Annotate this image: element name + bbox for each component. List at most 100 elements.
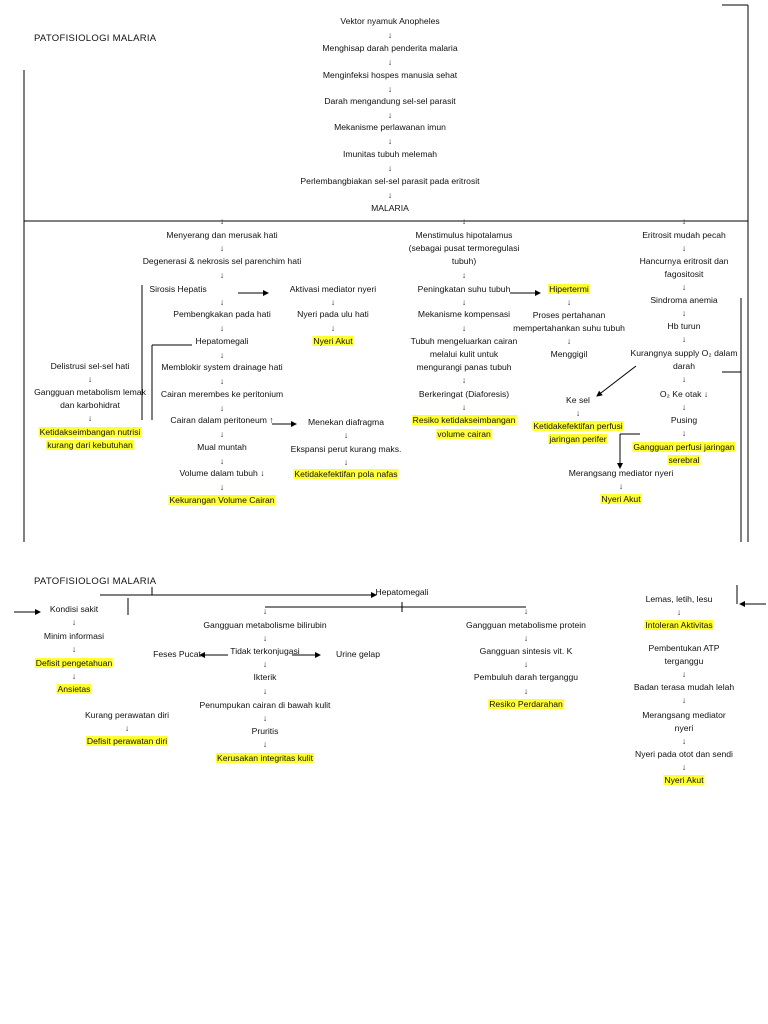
- arrow-down-icon: ↓: [461, 270, 467, 280]
- arrow-down-icon: ↓: [681, 308, 687, 318]
- node-sintesis-vit-k: Gangguan sintesis vit. K: [479, 646, 573, 656]
- node-menekan-diafragma: Menekan diafragma: [308, 417, 384, 427]
- diagnosis-resiko-cairan-1: Resiko ketidakseimbangan: [411, 415, 517, 425]
- arrow-down-icon: ↓: [681, 736, 687, 746]
- node-eritrosit-pecah: Eritrosit mudah pecah: [642, 230, 726, 240]
- node-ikterik: Ikterik: [253, 672, 277, 682]
- node-gangguan-bilirubin: Gangguan metabolisme bilirubin: [203, 620, 327, 630]
- arrow-down-icon: ↓: [219, 216, 225, 226]
- arrow-down-icon: ↓: [523, 659, 529, 669]
- arrow-down-icon: ↓: [575, 408, 581, 418]
- node-darah: darah: [673, 361, 695, 371]
- node-mekanisme-kompensasi: Mekanisme kompensasi: [417, 309, 511, 319]
- arrow-down-icon: ↓: [681, 428, 687, 438]
- arrow-down-icon: ↓: [262, 739, 268, 749]
- arrow-down-icon: ↓: [87, 374, 93, 384]
- node-darah: Darah mengandung sel-sel parasit: [324, 96, 456, 106]
- node-karbohidrat: dan karbohidrat: [60, 400, 120, 410]
- arrow-down-icon: ↓: [461, 216, 467, 226]
- page-title-bottom: PATOFISIOLOGI MALARIA: [34, 576, 157, 587]
- arrow-down-icon: ↓: [681, 669, 687, 679]
- arrow-down-icon: ↓: [219, 403, 225, 413]
- node-pembengkakan: Pembengkakan pada hati: [173, 309, 271, 319]
- node-degenerasi: Degenerasi & nekrosis sel parenchim hati: [142, 256, 302, 266]
- arrow-down-icon: ↓: [387, 30, 393, 40]
- node-o2-otak: O₂ Ke otak ↓: [659, 389, 709, 399]
- diagnosis-intoleran-aktivitas: Intoleran Aktivitas: [644, 620, 714, 630]
- arrow-down-icon: ↓: [387, 136, 393, 146]
- page-title-top: PATOFISIOLOGI MALARIA: [34, 33, 157, 44]
- arrow-down-icon: ↓: [681, 334, 687, 344]
- node-minim-informasi: Minim informasi: [43, 631, 105, 641]
- node-lemas: Lemas, letih, lesu: [645, 594, 713, 604]
- node-hb-turun: Hb turun: [667, 321, 701, 331]
- arrow-down-icon: ↓: [71, 617, 77, 627]
- arrow-down-icon: ↓: [219, 376, 225, 386]
- arrow-down-icon: ↓: [330, 323, 336, 333]
- node-sirosis: Sirosis Hepatis: [149, 284, 207, 294]
- node-termoregulasi: (sebagai pusat termoregulasi: [408, 243, 520, 253]
- diagnosis-nyeri-akut-2: Nyeri Akut: [600, 494, 642, 504]
- arrow-down-icon: ↓: [219, 482, 225, 492]
- diagnosis-perfusi-perifer-2: jaringan perifer: [548, 434, 608, 444]
- node-hancurnya-eritrosit: Hancurnya eritrosit dan: [639, 256, 729, 266]
- arrow-down-icon: ↓: [681, 402, 687, 412]
- arrow-down-icon: ↓: [219, 429, 225, 439]
- arrow-down-icon: ↓: [681, 216, 687, 226]
- diagnosis-perfusi-serebral-2: serebral: [667, 455, 701, 465]
- arrow-down-icon: ↓: [681, 282, 687, 292]
- diagnosis-perfusi-perifer-1: Ketidakefektifan perfusi: [532, 421, 624, 431]
- node-gangguan-protein: Gangguan metabolisme protein: [466, 620, 586, 630]
- node-terganggu: terganggu: [664, 656, 704, 666]
- arrow-down-icon: ↓: [681, 243, 687, 253]
- arrow-down-icon: ↓: [219, 297, 225, 307]
- arrow-down-icon: ↓: [330, 297, 336, 307]
- node-supply-o2: Kurangnya supply O₂ dalam: [630, 348, 738, 358]
- diagnosis-nyeri-akut-1: Nyeri Akut: [312, 336, 354, 346]
- node-feses-pucat: Feses Pucat: [153, 649, 201, 659]
- node-cairan-peritoneum: Cairan dalam peritoneum ↑: [170, 415, 274, 425]
- arrow-down-icon: ↓: [71, 671, 77, 681]
- node-badan-lelah: Badan terasa mudah lelah: [633, 682, 735, 692]
- node-menstimulus: Menstimulus hipotalamus: [415, 230, 513, 240]
- node-merangsang-mediator-bottom: Merangsang mediator: [642, 710, 726, 720]
- arrow-down-icon: ↓: [219, 270, 225, 280]
- diagnosis-kekurangan-volume-cairan: Kekurangan Volume Cairan: [168, 495, 276, 505]
- node-hepatomegali-bottom: Hepatomegali: [375, 587, 429, 597]
- arrow-down-icon: ↓: [387, 110, 393, 120]
- diagnosis-nyeri-akut-3: Nyeri Akut: [663, 775, 705, 785]
- node-urine-gelap: Urine gelap: [336, 649, 380, 659]
- arrow-down-icon: ↓: [618, 481, 624, 491]
- diagnosis-resiko-cairan-2: volume cairan: [436, 429, 492, 439]
- arrow-down-icon: ↓: [343, 430, 349, 440]
- node-merangsang-mediator: Merangsang mediator nyeri: [568, 468, 674, 478]
- node-pembuluh-darah: Pembuluh darah terganggu: [473, 672, 579, 682]
- node-nyeri-otot: Nyeri pada otot dan sendi: [635, 749, 733, 759]
- node-pembentukan-atp: Pembentukan ATP: [648, 643, 720, 653]
- arrow-down-icon: ↓: [71, 644, 77, 654]
- arrow-down-icon: ↓: [566, 297, 572, 307]
- arrow-down-icon: ↓: [681, 374, 687, 384]
- arrow-down-icon: ↓: [219, 243, 225, 253]
- arrow-down-icon: ↓: [343, 457, 349, 467]
- node-penumpukan-cairan: Penumpukan cairan di bawah kulit: [199, 700, 331, 710]
- node-ke-sel: Ke sel: [566, 395, 590, 405]
- node-menyerang-hati: Menyerang dan merusak hati: [166, 230, 278, 240]
- node-vektor: Vektor nyamuk Anopheles: [340, 16, 440, 26]
- arrow-down-icon: ↓: [387, 84, 393, 94]
- diagnosis-resiko-perdarahan: Resiko Perdarahan: [488, 699, 564, 709]
- node-tubuh-mengeluarkan: Tubuh mengeluarkan cairan: [410, 336, 518, 346]
- node-mempertahankan-suhu: mempertahankan suhu tubuh: [513, 323, 625, 333]
- arrow-down-icon: ↓: [387, 190, 393, 200]
- diagnosis-ansietas: Ansietas: [56, 684, 92, 694]
- diagnosis-defisit-perawatan: Defisit perawatan diri: [85, 736, 169, 746]
- node-cairan-merembes: Cairan merembes ke peritonium: [160, 389, 284, 399]
- node-proses-pertahanan: Proses pertahanan: [532, 310, 606, 320]
- node-fagositosit: fagositosit: [664, 269, 704, 279]
- node-kurang-perawatan: Kurang perawatan diri: [84, 710, 170, 720]
- node-malaria: MALARIA: [371, 203, 409, 213]
- arrow-down-icon: ↓: [124, 723, 130, 733]
- arrow-down-icon: ↓: [87, 413, 93, 423]
- node-sindroma-anemia: Sindroma anemia: [650, 295, 718, 305]
- diagnosis-nutrisi-1: Ketidakseimbangan nutrisi: [38, 427, 142, 437]
